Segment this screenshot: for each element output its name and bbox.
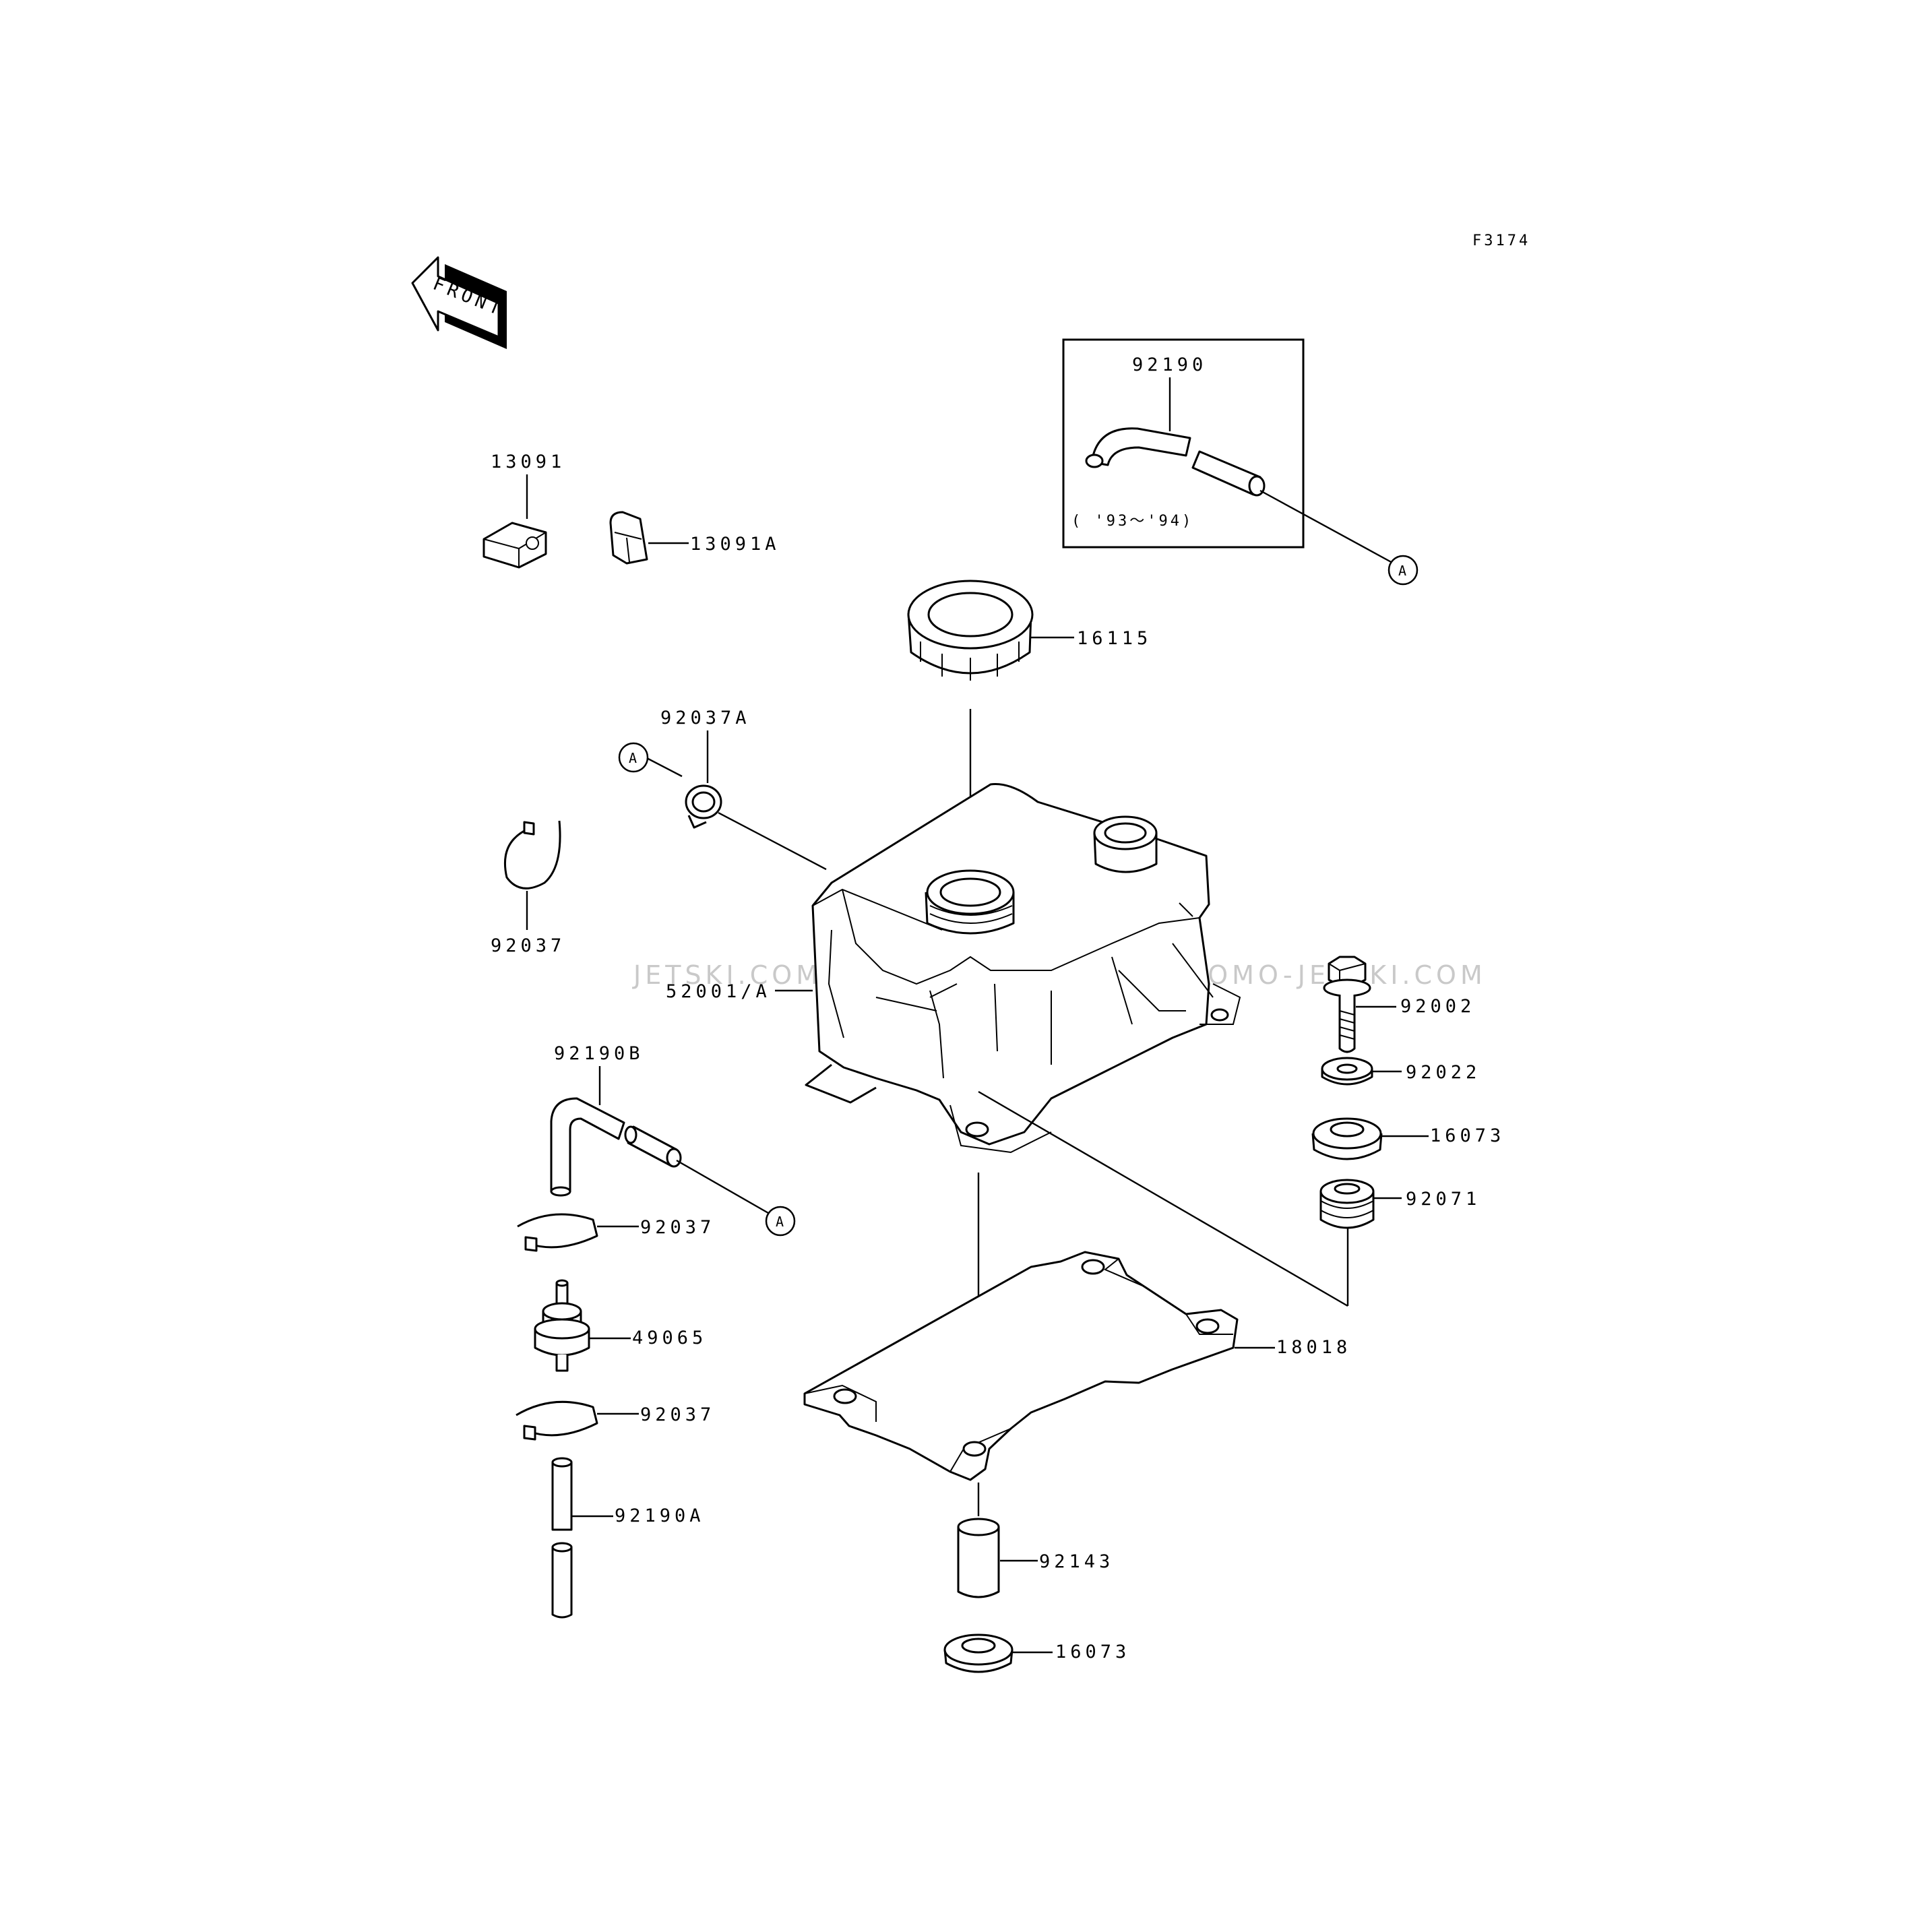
bolt-icon xyxy=(1323,956,1371,1053)
label-92037a: 92037A xyxy=(660,708,751,728)
part-16073-bottom: 16073 xyxy=(943,1633,1130,1673)
band-clamp-icon xyxy=(516,1400,598,1441)
part-13091a: 13091A xyxy=(609,511,780,565)
label-13091a: 13091A xyxy=(690,534,780,555)
fuel-filter-icon xyxy=(534,1279,590,1372)
label-16073-right: 16073 xyxy=(1430,1125,1505,1146)
part-92190a: 92190A xyxy=(551,1457,705,1619)
label-18018: 18018 xyxy=(1276,1337,1351,1358)
grommet-icon xyxy=(943,1633,1014,1673)
part-49065: 49065 xyxy=(534,1279,707,1372)
label-92190b: 92190B xyxy=(554,1043,644,1064)
label-16073-bottom: 16073 xyxy=(1055,1642,1130,1662)
damper-icon xyxy=(1319,1179,1375,1229)
callout-a-circle xyxy=(1388,555,1419,586)
part-92037-low: 92037 xyxy=(516,1400,715,1441)
label-16115: 16115 xyxy=(1077,628,1152,649)
inset-frame xyxy=(1062,338,1305,549)
callout-c-circle xyxy=(765,1206,796,1237)
callout-c: A xyxy=(776,1214,784,1230)
callout-b: A xyxy=(629,750,637,766)
collar-icon xyxy=(957,1518,1000,1598)
label-92190a: 92190A xyxy=(615,1505,705,1526)
label-92037-top: 92037 xyxy=(491,935,565,956)
label-92022: 92022 xyxy=(1406,1062,1481,1083)
band-clamp-icon xyxy=(517,1213,598,1252)
label-52001: 52001/A xyxy=(666,981,771,1002)
part-92071: 92071 xyxy=(1319,1179,1481,1229)
part-16115: 16115 xyxy=(907,580,1152,894)
filler-cap-icon xyxy=(907,580,1034,681)
part-92143: 92143 xyxy=(957,1518,1114,1598)
callout-b-circle xyxy=(618,742,649,773)
part-52001: 52001/A xyxy=(666,783,1349,1449)
label-92037-mid: 92037 xyxy=(640,1217,715,1238)
fuel-tank-icon xyxy=(805,783,1241,1154)
straight-hose-icon xyxy=(551,1457,573,1619)
inset-hose-icon xyxy=(1085,427,1266,497)
label-92037-low: 92037 xyxy=(640,1404,715,1425)
front-direction-arrow-icon: FRONT xyxy=(411,256,507,349)
washer-icon xyxy=(1321,1057,1373,1086)
part-92037a: 92037A A xyxy=(618,708,827,871)
label-13091: 13091 xyxy=(491,451,565,472)
callout-a: A xyxy=(1398,563,1406,579)
part-16073-right: 16073 xyxy=(1311,1117,1505,1160)
part-92002: 92002 xyxy=(1323,956,1475,1053)
clip-alt-icon xyxy=(609,511,648,565)
inset-hose-variant: 92190 ( '93～'94) A xyxy=(1062,338,1419,586)
figure-reference: F3174 xyxy=(1472,232,1530,249)
inset-part-number: 92190 xyxy=(1132,354,1207,375)
part-13091: 13091 xyxy=(482,451,565,569)
inset-year-note: ( '93～'94) xyxy=(1071,513,1193,530)
label-49065: 49065 xyxy=(632,1328,707,1348)
label-92071: 92071 xyxy=(1406,1189,1481,1210)
label-92143: 92143 xyxy=(1039,1551,1114,1572)
grommet-icon xyxy=(1311,1117,1383,1160)
band-clamp-icon xyxy=(503,820,561,890)
part-92190b: 92190B A xyxy=(550,1043,796,1237)
clip-icon xyxy=(482,522,547,569)
label-92002: 92002 xyxy=(1400,996,1475,1017)
part-92037-top: 92037 xyxy=(491,820,565,956)
tray-icon xyxy=(803,1251,1239,1481)
part-92022: 92022 xyxy=(1321,1057,1481,1086)
hose-clamp-icon xyxy=(685,784,722,829)
part-92037-mid: 92037 xyxy=(517,1213,715,1252)
part-18018: 18018 xyxy=(803,1251,1351,1516)
elbow-hose-icon xyxy=(550,1097,682,1197)
